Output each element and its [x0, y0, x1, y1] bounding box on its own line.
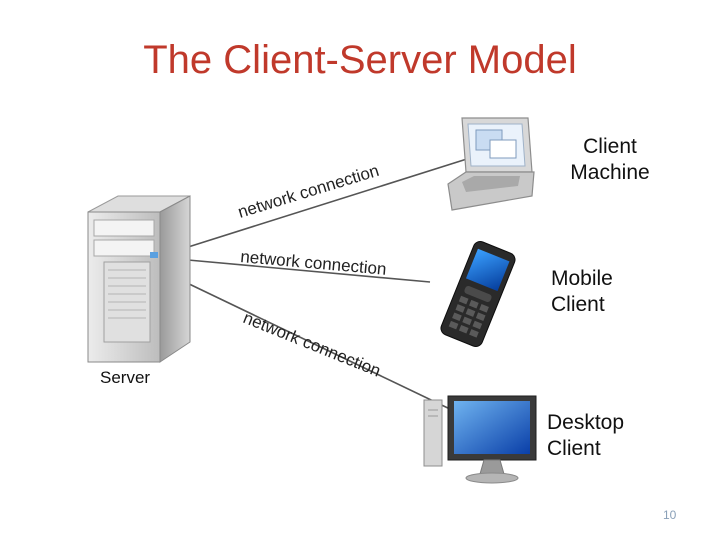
server-tower-icon — [87, 195, 191, 363]
mobile-client-label-line2: Client — [551, 293, 605, 316]
slide-title: The Client-Server Model — [143, 38, 577, 82]
connection-label-top: network connection — [236, 161, 382, 222]
laptop-icon — [447, 117, 535, 211]
connection-label-bottom: network connection — [241, 308, 384, 380]
desktop-monitor-icon — [423, 395, 537, 484]
mobile-client-label: Mobile Client — [551, 266, 641, 318]
client-machine-label-line2: Machine — [570, 161, 650, 184]
connection-label-middle: network connection — [240, 247, 388, 279]
desktop-client-label-line2: Client — [547, 437, 601, 460]
mobile-phone-icon — [440, 241, 516, 347]
connection-lines — [184, 157, 471, 411]
client-machine-label-line1: Client — [583, 135, 637, 158]
page-number: 10 — [663, 508, 677, 522]
mobile-client-label-line1: Mobile — [551, 267, 613, 290]
line-to-laptop — [184, 157, 471, 249]
line-to-phone — [187, 259, 431, 283]
client-machine-label: Client Machine — [555, 134, 665, 186]
server-label: Server — [100, 368, 151, 387]
desktop-client-label-line1: Desktop — [547, 411, 625, 434]
line-to-desktop — [184, 281, 453, 411]
desktop-client-label: Desktop Client — [547, 410, 647, 462]
